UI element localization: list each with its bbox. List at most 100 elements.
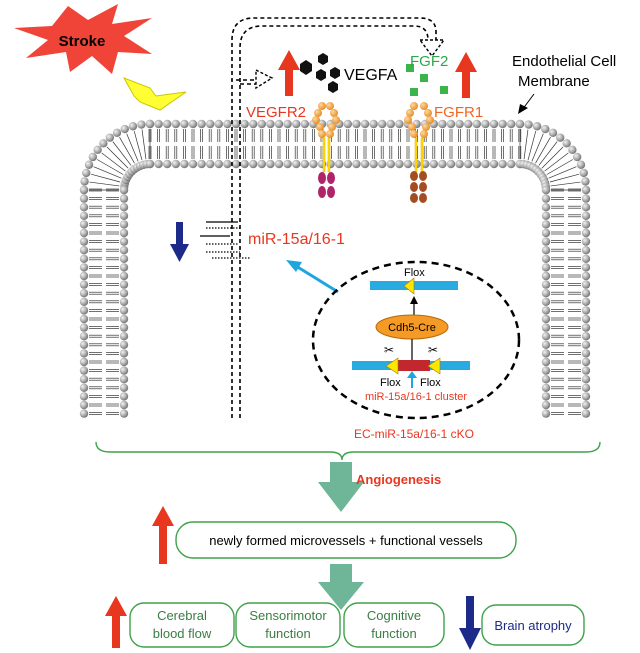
lipid-head: [119, 340, 129, 349]
lipid-head: [283, 159, 292, 169]
lipid-head: [541, 383, 551, 392]
lightning-bolt-icon: [122, 77, 187, 111]
lipid-tail: [141, 129, 147, 160]
lipid-head: [300, 119, 309, 129]
lipid-head: [541, 366, 551, 375]
lipid-head: [120, 124, 129, 134]
lipid-head: [309, 159, 318, 169]
cre-label: Cdh5-Cre: [388, 322, 436, 334]
lipid-head: [231, 119, 241, 129]
lipid-tail: [544, 152, 569, 172]
lipid-head: [498, 159, 507, 169]
lipid-head: [145, 119, 155, 129]
vegfr2-receptor: [312, 102, 340, 198]
lipid-head: [481, 159, 490, 169]
lipid-head: [541, 357, 551, 367]
lipid-head: [369, 119, 378, 129]
lipid-head: [197, 159, 206, 169]
lipid-head: [581, 211, 591, 220]
lipid-head: [541, 280, 551, 289]
signaling-dashed-path: [231, 17, 437, 418]
knockout-ellipse: [311, 260, 521, 420]
lipid-head: [79, 254, 89, 263]
lipid-head: [541, 194, 551, 203]
lipid-head: [581, 289, 591, 298]
lipid-head: [171, 119, 180, 129]
cko-label: EC-miR-15a/16-1 cKO: [354, 427, 474, 441]
lipid-head: [579, 168, 588, 178]
lipid-head: [257, 159, 266, 169]
lipid-head: [541, 237, 551, 246]
lipid-head: [360, 159, 370, 169]
lipid-head: [581, 383, 591, 392]
cluster-label: miR-15a/16-1 cluster: [365, 391, 467, 403]
lipid-head: [171, 159, 180, 169]
lipid-head: [472, 159, 481, 169]
lipid-head: [119, 392, 129, 401]
lipid-tail: [93, 166, 122, 179]
lipid-head: [79, 220, 89, 229]
mirna-strands-icon: [200, 221, 250, 259]
lipid-head: [105, 133, 115, 142]
lipid-head: [163, 119, 172, 129]
lipid-head: [180, 159, 189, 169]
lipid-head: [223, 159, 232, 169]
lipid-head: [292, 119, 301, 129]
lipid-head: [249, 159, 258, 169]
vegfr2-label: VEGFR2: [246, 104, 306, 121]
lipid-head: [79, 314, 89, 324]
lipid-head: [498, 119, 507, 129]
lipid-head: [581, 314, 591, 324]
lipid-head: [206, 159, 215, 169]
lipid-head: [240, 119, 249, 129]
lipid-head: [119, 203, 129, 212]
lipid-head: [119, 383, 129, 392]
lipid-head: [79, 237, 89, 246]
lipid-head: [79, 349, 89, 358]
scissors-right-icon: ✂: [428, 343, 438, 357]
lipid-head: [455, 159, 464, 169]
lipid-head: [79, 366, 89, 375]
atrophy-box: [481, 604, 585, 646]
lipid-head: [507, 159, 516, 169]
lipid-head: [79, 194, 89, 203]
lipid-head: [352, 119, 361, 129]
lipid-tail: [546, 159, 574, 175]
lipid-head: [581, 297, 591, 306]
lipid-head: [154, 119, 163, 129]
vessels-up-arrow: [152, 506, 174, 564]
lipid-head: [386, 159, 395, 169]
lipid-head: [79, 263, 89, 272]
cbf-box: [129, 602, 235, 648]
lipid-head: [581, 254, 591, 263]
lipid-head: [119, 409, 129, 418]
lipid-head: [581, 271, 591, 281]
fgfr1-label: FGFR1: [434, 104, 483, 121]
lipid-head: [541, 246, 551, 255]
lipid-head: [180, 119, 189, 129]
lipid-head: [352, 159, 361, 169]
lipid-head: [119, 280, 129, 289]
lipid-head: [581, 340, 591, 349]
lipid-head: [112, 128, 122, 138]
lipid-head: [548, 128, 558, 138]
lipid-tail: [112, 141, 132, 166]
sensorimotor-label-line2: function: [265, 626, 311, 641]
lipid-head: [292, 159, 301, 169]
lipid-head: [541, 323, 551, 332]
lipid-head: [581, 306, 591, 315]
lipid-head: [79, 271, 89, 281]
lipid-head: [326, 159, 335, 169]
lipid-head: [532, 122, 542, 131]
endothelial-label-line2: Membrane: [518, 73, 590, 90]
lipid-head: [119, 185, 129, 195]
lipid-head: [581, 237, 591, 246]
lipid-head: [464, 119, 473, 129]
lipid-head: [257, 119, 266, 129]
mirna-down-arrow: [170, 222, 189, 262]
lipid-tail: [523, 129, 529, 160]
lipid-head: [581, 400, 591, 410]
lipid-head: [446, 119, 456, 129]
lipid-tail: [96, 159, 124, 175]
